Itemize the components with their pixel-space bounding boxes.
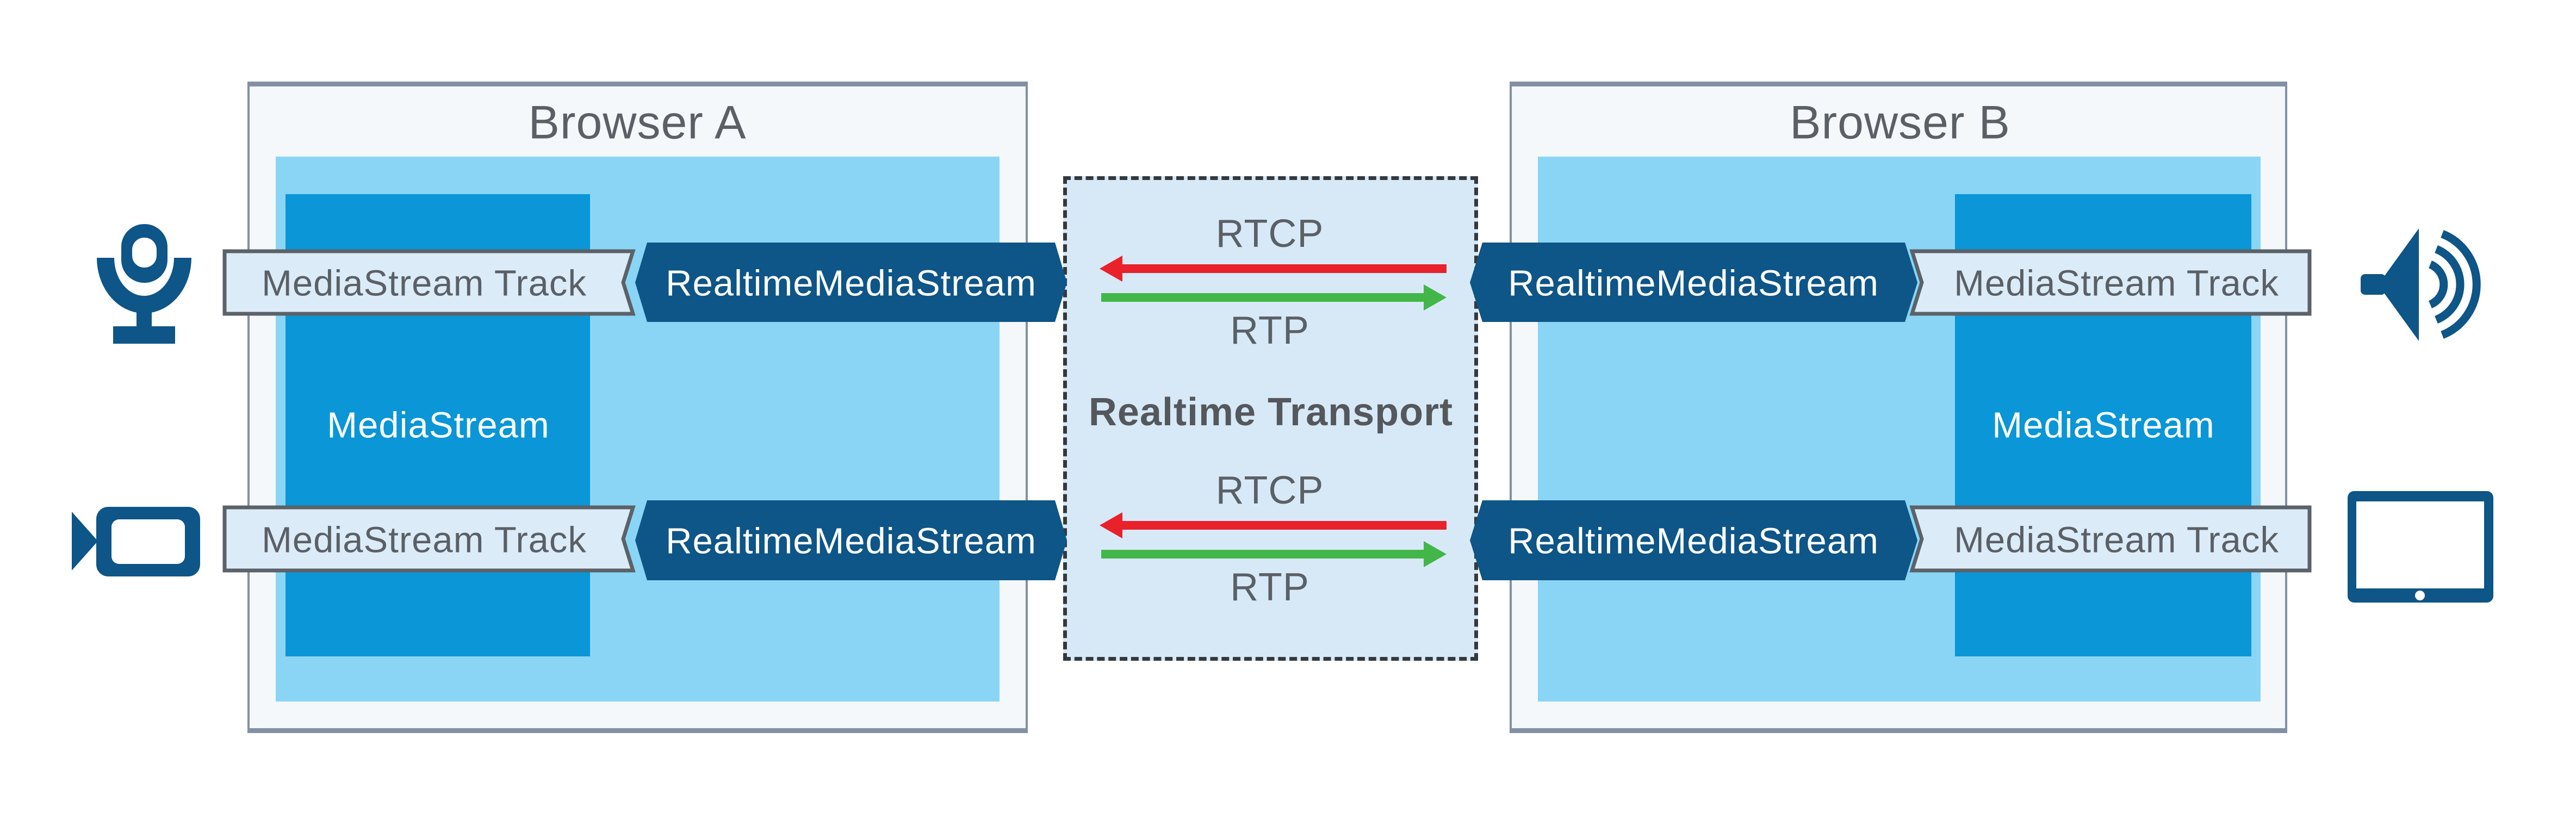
realtime-transport-title: Realtime Transport bbox=[1088, 390, 1454, 434]
media-stream-track-label-a-bottom: MediaStream Track bbox=[262, 519, 587, 561]
media-stream-label-a: MediaStream bbox=[327, 405, 550, 446]
rtp-arrow-right-top bbox=[1101, 284, 1447, 311]
realtime-media-stream-shape-b-top bbox=[1470, 243, 1917, 322]
rtp-label-top: RTP bbox=[1230, 309, 1309, 352]
rtcp-label-bottom: RTCP bbox=[1215, 469, 1324, 512]
media-stream-track-label-b-bottom: MediaStream Track bbox=[1954, 519, 2279, 561]
media-stream-track-box-b-bottom bbox=[1909, 505, 2312, 573]
browser-a-title: Browser A bbox=[528, 96, 747, 149]
microphone-icon bbox=[97, 224, 191, 344]
realtime-media-stream-shape-a-top bbox=[635, 243, 1067, 322]
realtime-media-stream-shape-a-bottom bbox=[635, 500, 1067, 580]
media-stream-track-label-b-top: MediaStream Track bbox=[1954, 263, 2279, 304]
realtime-media-stream-label-b-bottom: RealtimeMediaStream bbox=[1508, 520, 1879, 562]
realtime-media-stream-label-a-bottom: RealtimeMediaStream bbox=[666, 520, 1036, 562]
video-camera-icon bbox=[72, 507, 200, 576]
rtp-arrow-right-bottom bbox=[1101, 541, 1447, 567]
media-stream-track-box-b-top bbox=[1909, 249, 2312, 316]
rtcp-arrow-left-top bbox=[1100, 256, 1447, 282]
realtime-transport-box bbox=[1063, 176, 1478, 661]
tablet-icon bbox=[2348, 491, 2493, 603]
media-stream-track-label-a-top: MediaStream Track bbox=[262, 263, 587, 304]
browser-b-title: Browser B bbox=[1790, 96, 2010, 149]
realtime-media-stream-shape-b-bottom bbox=[1470, 500, 1917, 580]
rtcp-arrow-left-bottom bbox=[1100, 512, 1447, 538]
media-stream-track-box-a-top bbox=[222, 249, 636, 316]
rtp-label-bottom: RTP bbox=[1230, 566, 1309, 609]
realtime-media-stream-label-b-top: RealtimeMediaStream bbox=[1508, 263, 1879, 304]
media-stream-label-b: MediaStream bbox=[1992, 405, 2215, 446]
realtime-media-stream-label-a-top: RealtimeMediaStream bbox=[666, 263, 1036, 304]
speaker-icon bbox=[2361, 228, 2481, 341]
media-stream-track-box-a-bottom bbox=[222, 505, 636, 573]
rtcp-label-top: RTCP bbox=[1215, 212, 1324, 256]
